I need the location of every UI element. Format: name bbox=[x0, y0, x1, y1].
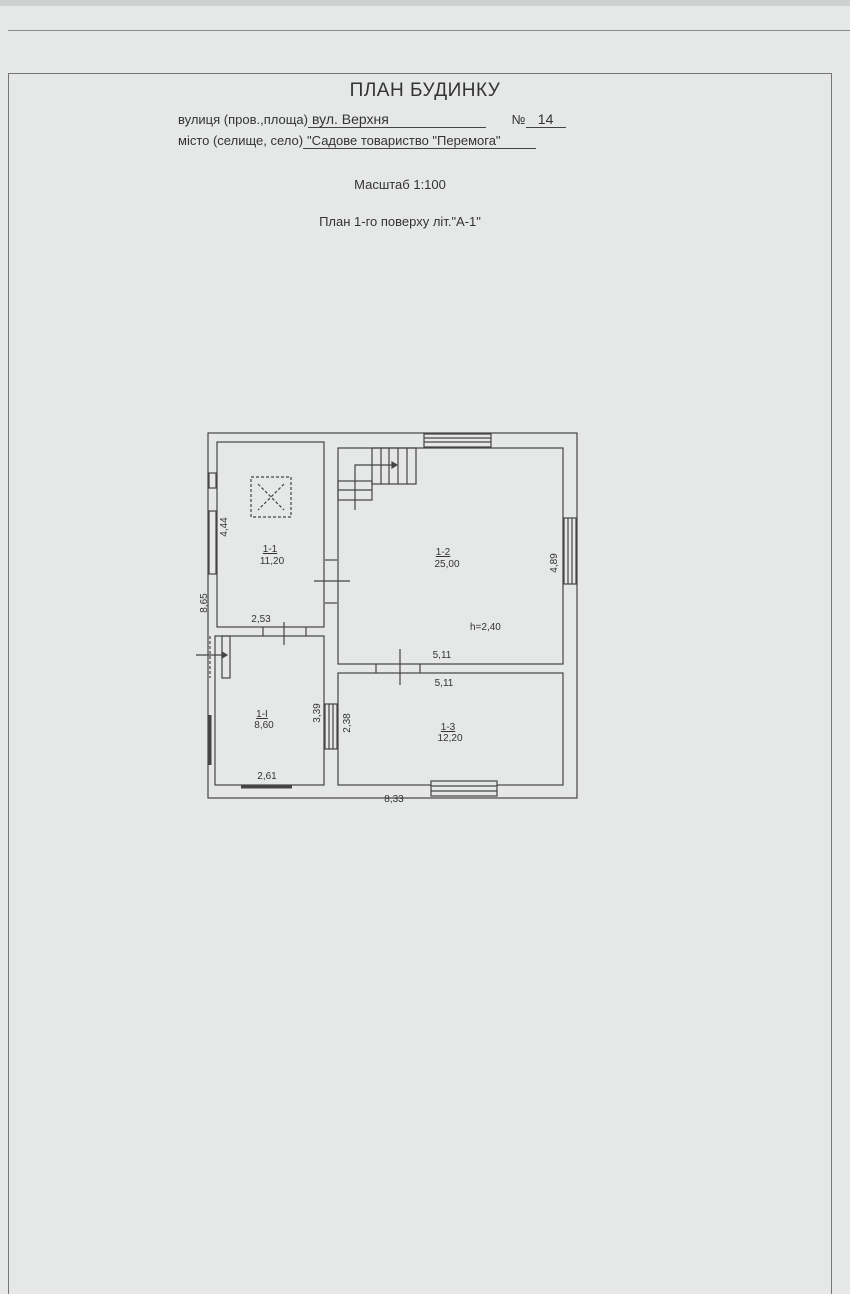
ceiling-height: h=2,40 bbox=[470, 622, 501, 633]
room-1-3-area: 12,20 bbox=[437, 733, 462, 744]
room-1-2-outline bbox=[337, 447, 564, 665]
window-right bbox=[563, 517, 577, 585]
street-value: вул. Верхня bbox=[308, 111, 486, 128]
room-1-I-area: 8,60 bbox=[254, 720, 274, 731]
window-bottom bbox=[430, 780, 498, 797]
dim-left-total: 8,65 bbox=[199, 593, 210, 613]
top-rule bbox=[8, 30, 850, 31]
page-top-edge bbox=[0, 0, 850, 6]
stairs-arrow bbox=[354, 464, 392, 510]
room-1-3-id: 1-3 bbox=[441, 722, 456, 733]
staircase bbox=[337, 447, 417, 510]
dim-room-1-1-width: 2,53 bbox=[251, 614, 271, 625]
room-1-1-outline bbox=[216, 441, 325, 628]
doors bbox=[196, 559, 421, 685]
window-top bbox=[423, 433, 492, 448]
chimney bbox=[250, 476, 292, 518]
plan-labels: 1-1 11,20 1-2 25,00 1-I 8,60 1-3 12,20 h… bbox=[199, 517, 560, 805]
window-left-small bbox=[208, 472, 217, 489]
number-label: № bbox=[511, 112, 526, 127]
dim-room-1-2-width: 5,11 bbox=[433, 650, 452, 661]
dim-room-1-I-width: 2,61 bbox=[257, 771, 277, 782]
dim-room-1-2-height: 4,89 bbox=[549, 553, 560, 573]
dim-room-1-I-height: 3,39 bbox=[312, 703, 323, 723]
chimney-icon bbox=[250, 476, 292, 518]
city-label: місто (селище, село) bbox=[178, 133, 304, 148]
number-value: 14 bbox=[525, 111, 566, 128]
room-1-I-outline bbox=[214, 635, 325, 786]
plan-caption: План 1-го поверху літ."А-1" bbox=[319, 214, 481, 229]
room-1-2-id: 1-2 bbox=[436, 547, 451, 558]
window-inner bbox=[324, 703, 338, 750]
outer-wall bbox=[207, 432, 578, 799]
stairs-upper bbox=[371, 447, 417, 485]
document-frame bbox=[8, 73, 832, 1294]
scale-text: Масштаб 1:100 bbox=[354, 177, 446, 192]
document-title: ПЛАН БУДИНКУ bbox=[349, 80, 501, 101]
windows bbox=[208, 433, 577, 797]
dim-room-1-1-height: 4,44 bbox=[219, 517, 230, 537]
dim-room-1-3-width: 5,11 bbox=[435, 678, 454, 689]
room-1-1-id: 1-1 bbox=[263, 544, 278, 555]
city-row: місто (селище, село)"Садове товариство "… bbox=[178, 133, 537, 149]
street-label: вулиця (пров.,площа) bbox=[178, 112, 308, 127]
dim-room-1-3-height: 2,38 bbox=[342, 713, 353, 733]
dim-bottom-total: 8,33 bbox=[384, 794, 404, 805]
city-value: "Садове товариство "Перемога" bbox=[303, 133, 537, 149]
room-1-I-id: 1-I bbox=[256, 709, 268, 720]
room-1-2-area: 25,00 bbox=[434, 559, 459, 570]
window-left bbox=[208, 510, 217, 575]
room-1-1-area: 11,20 bbox=[260, 556, 285, 567]
